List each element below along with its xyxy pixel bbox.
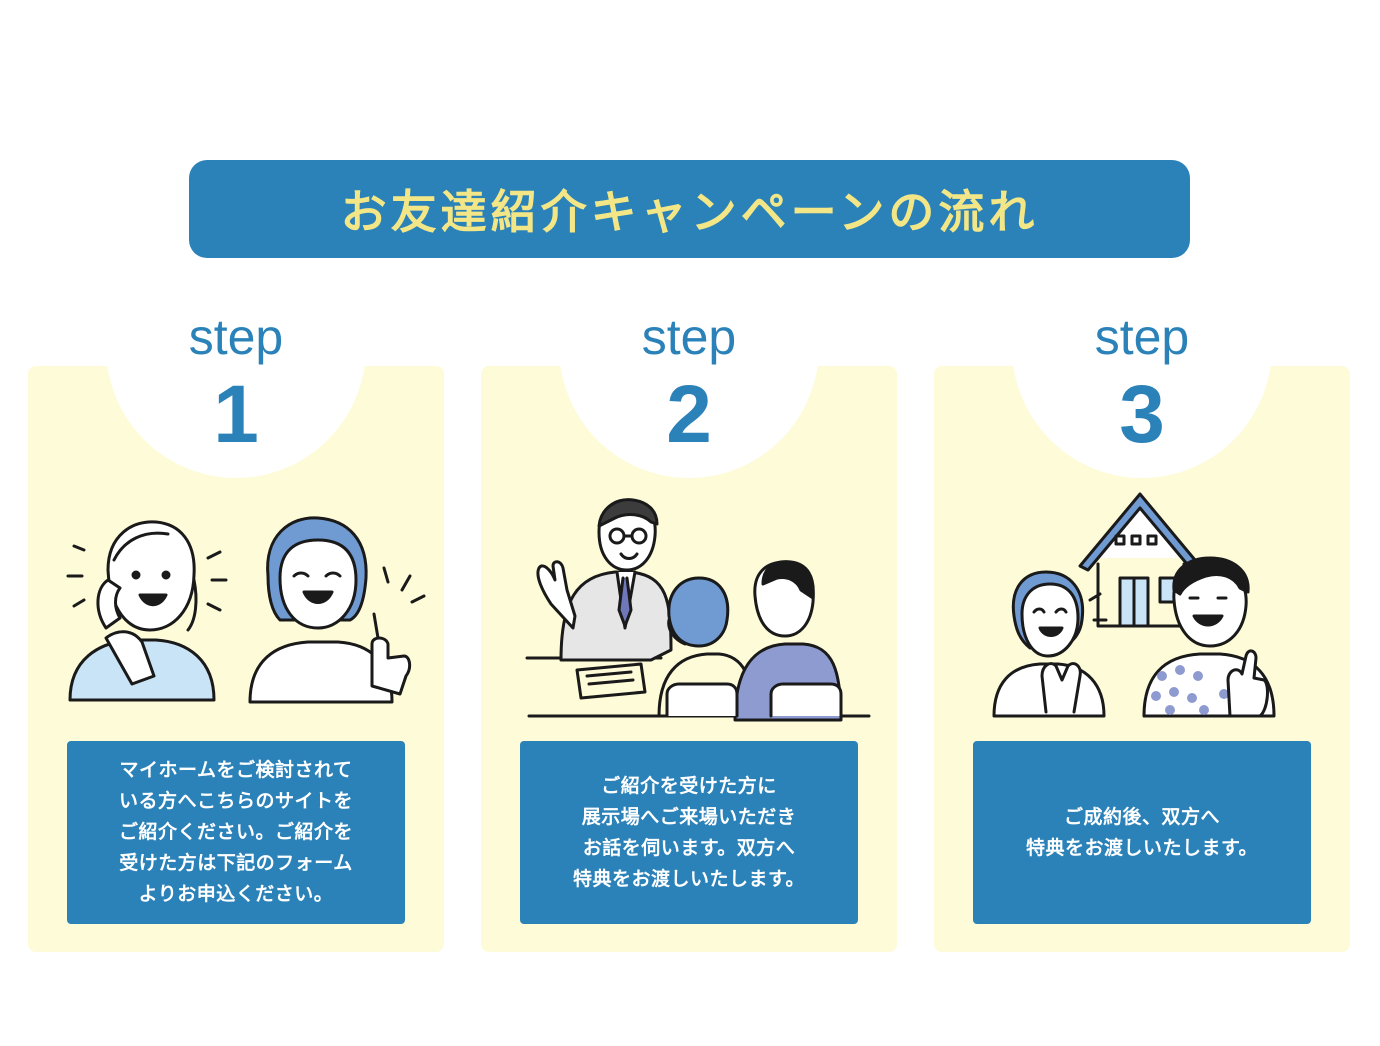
showroom-meeting-illustration	[525, 498, 871, 722]
step-1-description: マイホームをご検討されて いる方へこちらのサイトを ご紹介ください。ご紹介を 受…	[118, 759, 353, 905]
step-label: step	[188, 309, 284, 365]
step-label: step	[1094, 309, 1190, 365]
page-title: お友達紹介キャンペーンの流れ	[340, 185, 1039, 239]
step-number: 2	[666, 369, 712, 460]
step-2-description: ご紹介を受けた方に 展示場へご来場いただき お話を伺います。双方へ 特典をお渡し…	[572, 774, 806, 890]
step-2-description-box: ご紹介を受けた方に 展示場へご来場いただき お話を伺います。双方へ 特典をお渡し…	[520, 741, 858, 924]
step-number: 3	[1119, 369, 1165, 460]
step-3-description: ご成約後、双方へ 特典をお渡しいたします。	[1025, 805, 1259, 859]
step-3-description-box: ご成約後、双方へ 特典をお渡しいたします。	[973, 741, 1311, 924]
phone-referral-illustration	[66, 516, 426, 704]
step-1-description-box: マイホームをご検討されて いる方へこちらのサイトを ご紹介ください。ご紹介を 受…	[67, 741, 405, 924]
step-label: step	[641, 309, 737, 365]
new-home-couple-illustration	[992, 492, 1276, 718]
title-banner: お友達紹介キャンペーンの流れ	[189, 160, 1190, 258]
step-number: 1	[213, 369, 259, 460]
